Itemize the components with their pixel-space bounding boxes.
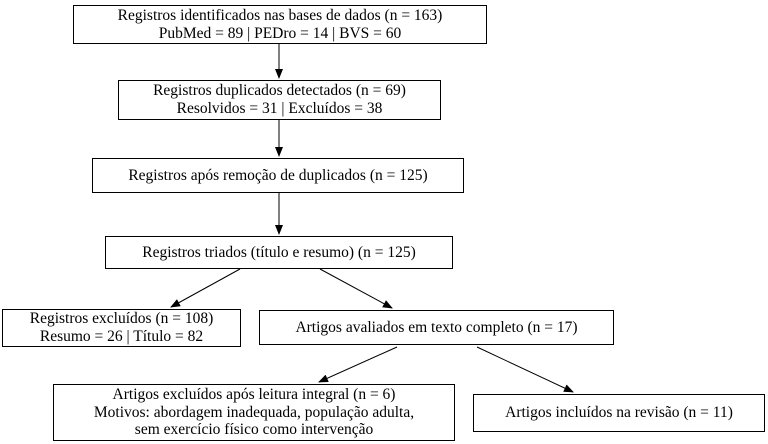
node-fulltext-excluded: Artigos excluídos após leitura integral … (53, 384, 455, 441)
node-identified-records: Registros identificados nas bases de dad… (73, 5, 487, 44)
node-duplicates-detected: Registros duplicados detectados (n = 69)… (118, 80, 441, 120)
node-text-line: Artigos avaliados em texto completo (n =… (295, 318, 578, 336)
node-text-line: Registros identificados nas bases de dad… (117, 6, 443, 24)
node-text-line: Resolvidos = 31 | Excluídos = 38 (176, 100, 383, 117)
node-text-line: Artigos excluídos após leitura integral … (112, 385, 396, 403)
node-after-duplicates-removed: Registros após remoção de duplicados (n … (92, 158, 464, 193)
arrow-screened-to-excluded (170, 268, 241, 308)
arrow-screened-to-fulltext (319, 268, 393, 309)
node-text-line: PubMed = 89 | PEDro = 14 | BVS = 60 (158, 24, 402, 42)
node-text-line: sem exercício físico como intervenção (134, 421, 374, 439)
node-text-line: Registros excluídos (n = 108) (29, 310, 214, 328)
arrow-fulltext-to-included (476, 346, 574, 393)
node-text-line: Registros após remoção de duplicados (n … (128, 166, 428, 184)
node-records-screened: Registros triados (título e resumo) (n =… (105, 236, 453, 269)
node-text-line: Resumo = 26 | Título = 82 (39, 328, 204, 345)
node-text-line: Artigos incluídos na revisão (n = 11) (505, 404, 733, 422)
node-records-excluded: Registros excluídos (n = 108) Resumo = 2… (2, 309, 241, 347)
node-text-line: Registros duplicados detectados (n = 69) (153, 82, 406, 100)
arrow-fulltext-to-excluded (318, 346, 398, 383)
node-fulltext-assessed: Artigos avaliados em texto completo (n =… (259, 310, 614, 345)
node-text-line: Registros triados (título e resumo) (n =… (142, 243, 416, 261)
node-included-in-review: Artigos incluídos na revisão (n = 11) (473, 394, 765, 432)
node-text-line: Motivos: abordagem inadequada, população… (93, 403, 415, 421)
